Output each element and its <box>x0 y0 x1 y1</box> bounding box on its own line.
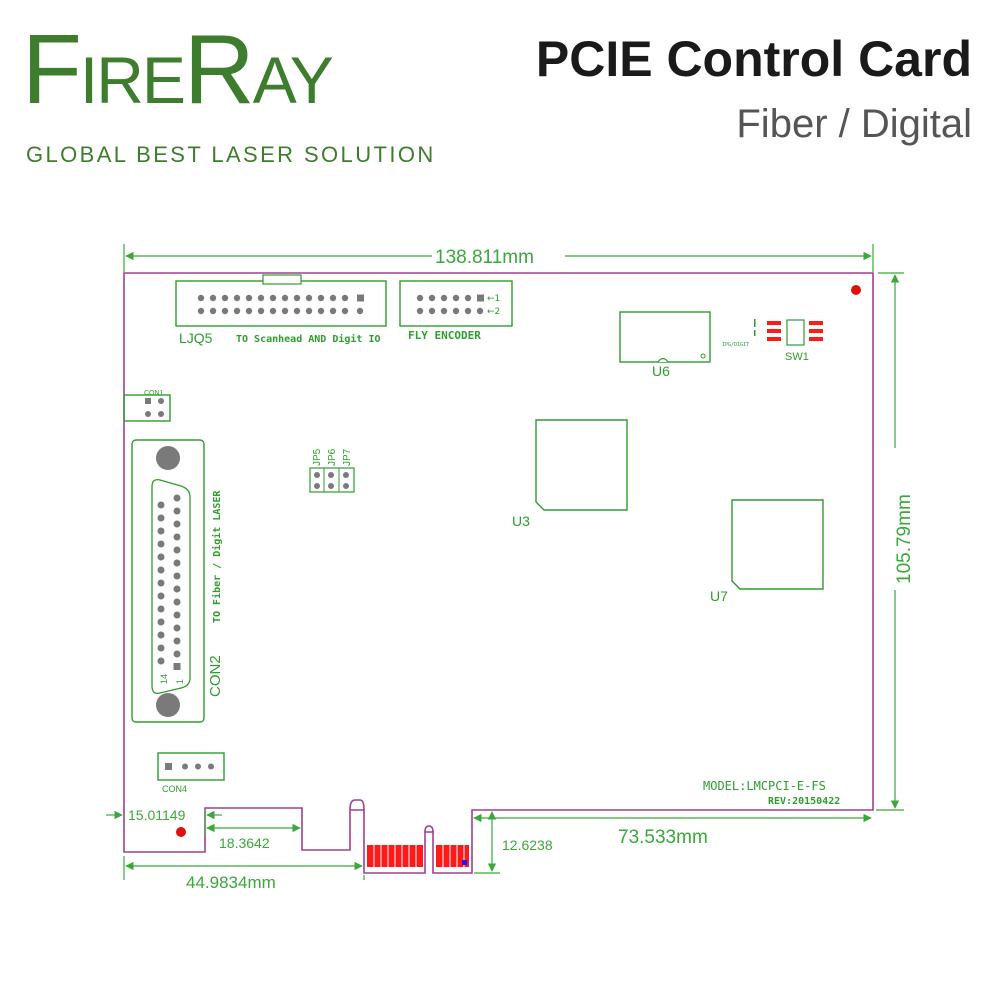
ipg-digit-label: IPG/DIGIT <box>722 342 749 348</box>
logo-tagline: GLOBAL BEST LASER SOLUTION <box>26 142 436 167</box>
jumpers-jp5-jp7: JP5 JP6 JP7 <box>309 448 355 493</box>
sw1-switch: IPG/DIGIT SW1 <box>722 319 823 363</box>
board-outline <box>123 272 874 874</box>
fireray-logo: FIRERAY GLOBAL BEST LASER SOLUTION <box>22 14 462 167</box>
con2-connector: 14 1 TO Fiber / Digit LASER CON2 <box>131 439 224 723</box>
fly-pin2: ←2 <box>487 307 500 317</box>
con2-label: CON2 <box>207 655 224 697</box>
dim-step-height: 12.6238 <box>502 837 553 853</box>
u6-label: U6 <box>652 363 670 379</box>
u3-chip: U3 <box>512 419 628 529</box>
ljq5-label: LJQ5 <box>179 330 213 346</box>
ljq5-description: TO Scanhead AND Digit IO <box>236 333 381 345</box>
model-label: MODEL:LMCPCI-E-FS <box>703 779 826 793</box>
dim-height: 105.79mm <box>894 494 915 584</box>
con1-connector: CON1 <box>123 390 171 422</box>
rev-label: REV:20150422 <box>768 796 840 807</box>
page-subtitle: Fiber / Digital <box>736 102 972 146</box>
fiducial-top-right <box>851 285 861 295</box>
pcie-fingers <box>367 845 469 867</box>
con4-label: CON4 <box>162 784 187 794</box>
con2-description: TO Fiber / Digit LASER <box>211 490 223 623</box>
jp7-label: JP7 <box>342 448 353 466</box>
fiducial-bottom-left <box>176 827 186 837</box>
fly-pin1: ←1 <box>487 294 500 304</box>
u6-chip: U6 <box>619 311 711 379</box>
logo-wordmark: FIRERAY <box>22 14 334 124</box>
u3-label: U3 <box>512 513 530 529</box>
con2-pin1: 1 <box>175 679 185 684</box>
dim-bottom-left: 44.9834mm <box>186 873 276 892</box>
ljq5-connector: LJQ5 TO Scanhead AND Digit IO <box>175 274 387 346</box>
dim-right-width: 73.533mm <box>618 827 708 848</box>
sw1-label: SW1 <box>785 351 809 363</box>
jp6-label: JP6 <box>327 448 338 466</box>
jp5-label: JP5 <box>312 448 323 466</box>
con1-label: CON1 <box>144 390 164 397</box>
dim-width: 138.811mm <box>435 247 534 268</box>
fly-encoder-connector: ←1 ←2 FLY ENCODER <box>399 280 513 342</box>
con2-pin14: 14 <box>159 674 169 684</box>
page-title: PCIE Control Card <box>535 31 972 87</box>
con4-connector: CON4 <box>157 752 225 794</box>
u7-chip: U7 <box>710 499 824 604</box>
dim-left-offset: 15.01149 <box>128 807 186 823</box>
fly-encoder-label: FLY ENCODER <box>408 329 481 342</box>
u7-label: U7 <box>710 588 728 604</box>
dim-notch-width: 18.3642 <box>219 835 270 851</box>
